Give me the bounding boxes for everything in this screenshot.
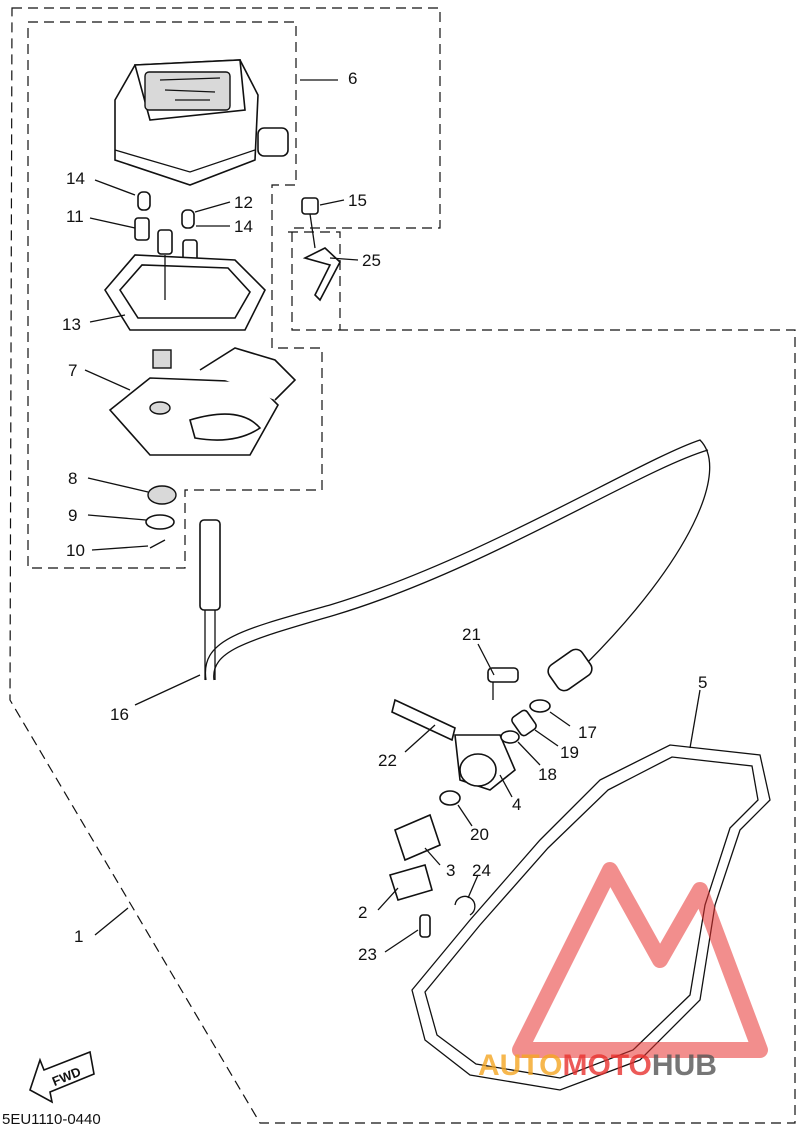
- callout-3: 3: [446, 861, 455, 880]
- crankcase-gasket: [411, 744, 771, 1091]
- outer-assembly-boundary: [9, 7, 796, 1124]
- meter-bracket: [108, 347, 297, 456]
- diagram-code: 5EU1110-0440: [2, 1111, 101, 1127]
- speedometer-cable: [199, 439, 711, 692]
- callout-20: 20: [470, 825, 489, 844]
- callout-17: 17: [578, 723, 597, 742]
- callout-4: 4: [512, 795, 521, 814]
- callout-7: 7: [68, 361, 77, 380]
- callout-6: 6: [348, 69, 357, 88]
- callout-21: 21: [462, 625, 481, 644]
- callout-19: 19: [560, 743, 579, 762]
- bulb-sockets: [134, 191, 198, 265]
- callout-12: 12: [234, 193, 253, 212]
- watermark-hub: HUB: [652, 1049, 717, 1082]
- meter-group-boundary: [27, 21, 323, 569]
- washer: [145, 514, 175, 530]
- watermark-moto: MOTO: [562, 1049, 651, 1082]
- callout-18: 18: [538, 765, 557, 784]
- meter-assembly: [114, 59, 289, 186]
- callout-24: 24: [472, 861, 491, 880]
- callout-15: 15: [348, 191, 367, 210]
- callout-1: 1: [74, 927, 83, 946]
- meter-case: [104, 254, 266, 369]
- clip: [149, 539, 166, 549]
- callout-11: 11: [66, 207, 84, 226]
- callout-labels: 6 14 12 14 11 15 25 13 7 8 9 10 16 21 5 …: [62, 69, 707, 964]
- callout-14-upper: 14: [66, 169, 85, 188]
- fwd-arrow: FWD: [29, 1050, 95, 1104]
- drive-gear-housing: [391, 667, 551, 806]
- watermark-auto: AUTO: [478, 1049, 562, 1082]
- callout-8: 8: [68, 469, 77, 488]
- callout-10: 10: [66, 541, 85, 560]
- watermark-text: AUTOMOTOHUB: [478, 1049, 717, 1082]
- watermark-logo: [512, 862, 768, 1058]
- callout-22: 22: [378, 751, 397, 770]
- callout-5: 5: [698, 673, 707, 692]
- bracket-group-boundary: [288, 231, 341, 330]
- callout-13: 13: [62, 315, 81, 334]
- callout-16: 16: [110, 705, 129, 724]
- callout-2: 2: [358, 903, 367, 922]
- callout-14-lower: 14: [234, 217, 253, 236]
- leader-lines: [84, 79, 701, 953]
- callout-25: 25: [362, 251, 381, 270]
- bolt-and-bracket: [301, 197, 341, 302]
- callout-23: 23: [358, 945, 377, 964]
- drive-gears: [388, 813, 476, 938]
- callout-9: 9: [68, 506, 77, 525]
- grommet: [147, 485, 177, 505]
